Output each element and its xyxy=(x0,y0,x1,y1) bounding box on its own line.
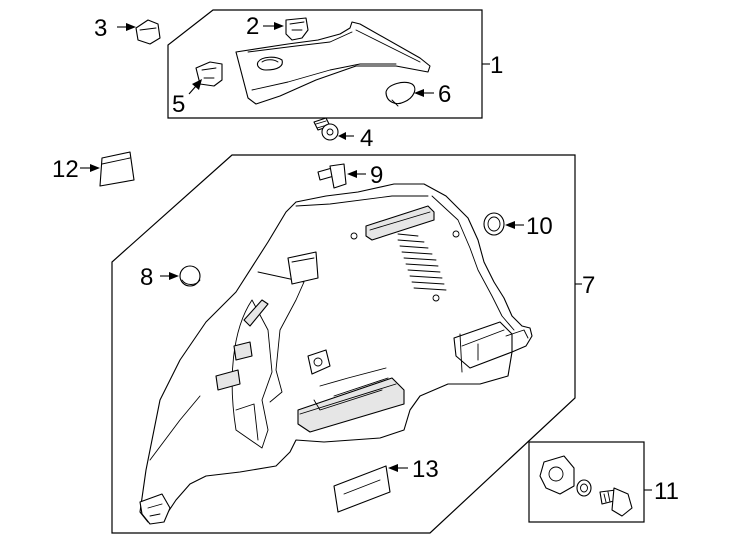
callout-12: 12 xyxy=(52,156,79,183)
callout-7: 7 xyxy=(582,272,595,299)
callout-9: 9 xyxy=(370,162,383,189)
group-frame-7 xyxy=(111,154,576,534)
callout-10: 10 xyxy=(526,213,553,240)
clip-part-3 xyxy=(135,19,161,45)
screw-part-4 xyxy=(313,117,339,141)
quarter-trim-panel xyxy=(139,183,533,525)
callout-5: 5 xyxy=(172,91,185,118)
callout-11: 11 xyxy=(654,478,679,505)
callout-8: 8 xyxy=(140,264,153,291)
callout-6: 6 xyxy=(438,81,451,108)
callout-3: 3 xyxy=(94,15,107,42)
push-fastener-part-8 xyxy=(179,265,201,287)
callout-2: 2 xyxy=(246,13,259,40)
clip-part-2 xyxy=(285,17,309,41)
bracket-kit-part-11 xyxy=(539,455,633,517)
grommet-part-10 xyxy=(483,212,505,236)
pad-part-12 xyxy=(99,151,135,187)
callout-1: 1 xyxy=(490,52,503,79)
vent-grille xyxy=(397,233,447,291)
callout-4: 4 xyxy=(360,125,373,152)
insulator-pad-part-13 xyxy=(333,465,391,513)
upper-trim-panel xyxy=(235,21,431,105)
group-frame-11 xyxy=(528,441,645,523)
cover-cap-part-6 xyxy=(385,81,416,107)
bolt-part-9 xyxy=(317,163,347,189)
leader-arrows xyxy=(80,22,524,472)
callout-13: 13 xyxy=(412,456,439,483)
